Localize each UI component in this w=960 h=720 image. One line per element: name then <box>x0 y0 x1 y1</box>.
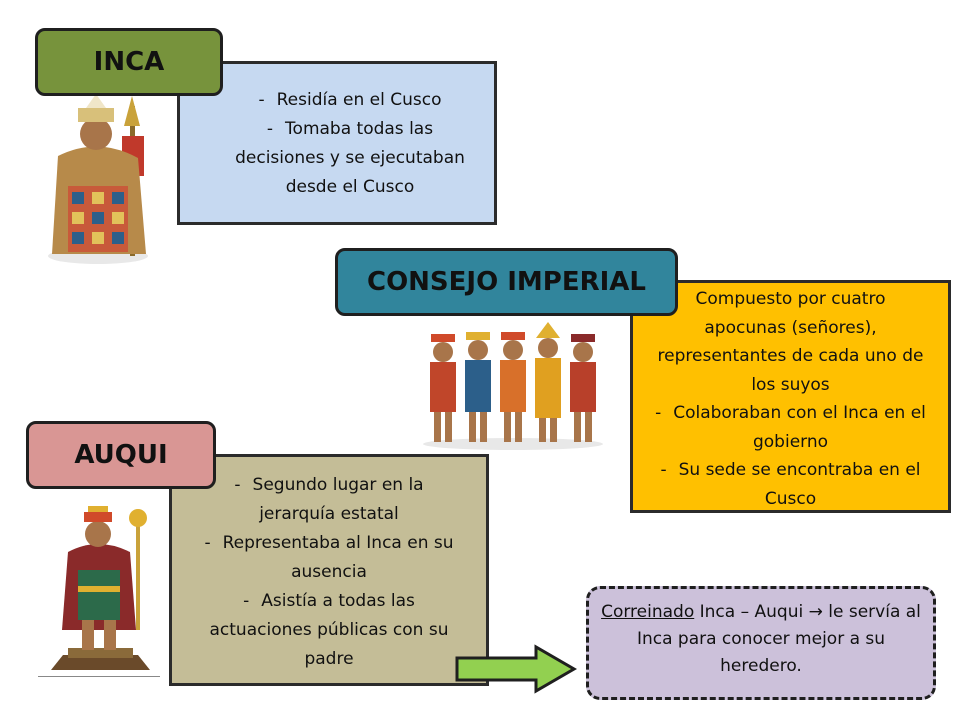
auqui-line-2: Representaba al Inca en su ausencia <box>186 529 472 587</box>
correinado-tail: le servía al Inca para conocer mejor a s… <box>636 602 921 676</box>
auqui-description-box: Segundo lugar en la jerarquía estatal Re… <box>169 454 489 686</box>
consejo-line-1: Colaboraban con el Inca en el gobierno <box>641 399 940 456</box>
auqui-figure-image <box>51 506 150 670</box>
correinado-box: Correinado Inca – Auqui → le servía al I… <box>586 586 936 700</box>
inca-figure-image <box>48 96 148 264</box>
connector-arrow <box>455 644 577 694</box>
correinado-text: Inca – Auqui <box>694 602 809 622</box>
auqui-title: AUQUI <box>74 440 168 470</box>
consejo-title: CONSEJO IMPERIAL <box>366 267 646 297</box>
auqui-title-tag: AUQUI <box>26 421 216 489</box>
inca-title-tag: INCA <box>35 28 223 96</box>
consejo-description-box: Compuesto por cuatro apocunas (señores),… <box>630 280 951 513</box>
arrow-right-icon: → <box>808 602 823 622</box>
inca-line-2: Tomaba todas las decisiones y se ejecuta… <box>220 115 480 202</box>
correinado-term: Correinado <box>601 602 695 622</box>
inca-title: INCA <box>93 47 165 77</box>
auqui-figure-baseline <box>38 676 160 677</box>
auqui-line-3: Asistía a todas las actuaciones públicas… <box>186 587 472 674</box>
consejo-title-tag: CONSEJO IMPERIAL <box>335 248 678 316</box>
consejo-intro: Compuesto por cuatro apocunas (señores),… <box>657 289 924 395</box>
consejo-figures-image <box>423 322 603 450</box>
consejo-line-2: Su sede se encontraba en el Cusco <box>641 456 940 513</box>
inca-description-box: Residía en el Cusco Tomaba todas las dec… <box>177 61 497 225</box>
inca-line-1: Residía en el Cusco <box>220 86 480 115</box>
auqui-line-1: Segundo lugar en la jerarquía estatal <box>186 471 472 529</box>
